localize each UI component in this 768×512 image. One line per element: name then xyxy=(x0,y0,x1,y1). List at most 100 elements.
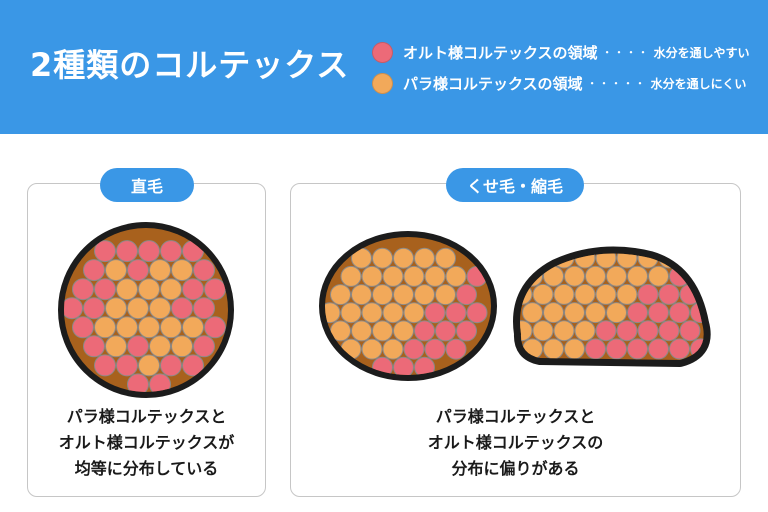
ortho-cortex-cell xyxy=(138,240,160,263)
para-cortex-cell xyxy=(564,265,585,287)
para-cortex-cell xyxy=(574,283,596,305)
ortho-cortex-cell xyxy=(648,302,669,324)
para-cortex-cell xyxy=(105,297,127,320)
para-cortex-cell xyxy=(520,253,533,269)
para-cortex-cell xyxy=(372,284,393,306)
para-cortex-cell xyxy=(564,338,585,360)
ortho-cortex-cell xyxy=(193,297,215,320)
ortho-cortex-cell xyxy=(606,338,627,360)
ortho-cortex-cell xyxy=(94,354,116,377)
caption-line: パラ様コルテックスと xyxy=(66,407,227,426)
ortho-cortex-cell xyxy=(658,320,680,342)
para-cortex-cell xyxy=(553,283,575,305)
ortho-cortex-cell xyxy=(658,283,680,305)
ortho-cortex-cell xyxy=(72,316,94,339)
para-cortex-cell xyxy=(340,265,362,287)
para-cortex-cell xyxy=(160,316,182,339)
ortho-cortex-cell xyxy=(637,283,659,305)
para-cortex-cell xyxy=(522,302,543,324)
para-cortex-cell xyxy=(138,278,160,301)
ortho-cortex-cell xyxy=(679,320,701,342)
para-cortex-cell xyxy=(372,247,393,269)
para-cortex-cell xyxy=(361,338,383,360)
ortho-cortex-cell xyxy=(445,302,467,324)
ortho-cortex-cell xyxy=(435,320,456,342)
ortho-cortex-cell xyxy=(466,302,488,324)
ortho-cortex-cell xyxy=(424,302,446,324)
straight-hair-caption: パラ様コルテックスと オルト様コルテックスが 均等に分布している xyxy=(27,404,266,482)
curly-hair-caption: パラ様コルテックスと オルト様コルテックスの 分布に偏りがある xyxy=(290,404,741,482)
ortho-cortex-cell xyxy=(456,284,477,306)
para-legend-dot xyxy=(372,72,393,94)
para-cortex-cell xyxy=(149,335,171,358)
legend-item-para: パラ様コルテックスの領域 ・・・・・ 水分を通しにくい xyxy=(372,71,746,95)
ortho-legend-dot xyxy=(372,41,393,63)
para-cortex-cell xyxy=(414,247,435,269)
para-cortex-cell xyxy=(171,259,193,282)
para-cortex-cell xyxy=(553,320,575,342)
legend-leader: ・・・・ xyxy=(601,46,650,59)
para-cortex-cell xyxy=(648,265,669,287)
para-cortex-cell xyxy=(325,302,341,324)
ortho-cortex-cell xyxy=(616,320,638,342)
curly-hair-pill: くせ毛・縮毛 xyxy=(446,168,584,202)
curly-hair-flat-cross-section xyxy=(513,246,711,367)
para-cortex-cell xyxy=(171,335,193,358)
straight-hair-cross-section xyxy=(58,222,234,398)
ortho-cortex-cell xyxy=(414,320,435,342)
para-cortex-cell xyxy=(424,265,446,287)
ortho-cortex-cell xyxy=(160,354,182,377)
para-cortex-cell xyxy=(382,338,404,360)
para-cortex-cell xyxy=(564,302,585,324)
para-cortex-cell xyxy=(574,320,596,342)
para-cortex-cell xyxy=(403,302,425,324)
ortho-cortex-cell xyxy=(127,373,149,392)
para-cortex-cell xyxy=(116,316,138,339)
ortho-cortex-cell xyxy=(193,259,215,282)
para-cortex-cell xyxy=(160,278,182,301)
para-cortex-cell xyxy=(435,284,456,306)
para-cortex-cell xyxy=(616,253,638,269)
para-cortex-cell xyxy=(382,265,404,287)
ortho-cortex-cell xyxy=(127,335,149,358)
para-cortex-cell xyxy=(116,278,138,301)
ortho-cortex-cell xyxy=(403,338,425,360)
ortho-cortex-cell xyxy=(116,354,138,377)
para-cortex-cell xyxy=(149,259,171,282)
para-cortex-cell xyxy=(393,320,414,342)
ortho-cortex-cell xyxy=(627,302,648,324)
ortho-cortex-cell xyxy=(595,320,617,342)
para-cortex-cell xyxy=(361,265,383,287)
para-cortex-cell xyxy=(585,302,606,324)
ortho-cortex-cell xyxy=(83,259,105,282)
para-cortex-cell xyxy=(393,284,414,306)
para-cortex-cell xyxy=(627,265,648,287)
para-cortex-cell xyxy=(595,283,617,305)
straight-hair-pill: 直毛 xyxy=(100,168,194,202)
ortho-cortex-cell xyxy=(83,335,105,358)
para-cortex-cell xyxy=(606,302,627,324)
header-banner: 2種類のコルテックス オルト様コルテックスの領域 ・・・・ 水分を通しやすい パ… xyxy=(0,0,768,134)
ortho-cortex-cell xyxy=(116,240,138,263)
para-cortex-cell xyxy=(520,320,533,342)
ortho-cortex-cell xyxy=(637,320,659,342)
ortho-cortex-cell xyxy=(669,302,690,324)
para-cortex-cell xyxy=(532,283,554,305)
caption-line: 分布に偏りがある xyxy=(451,459,580,478)
ortho-cortex-cell xyxy=(204,316,226,339)
legend-description: 水分を通しにくい xyxy=(650,76,747,91)
para-cortex-cell xyxy=(138,354,160,377)
caption-line: オルト様コルテックスが xyxy=(58,433,235,452)
para-cortex-cell xyxy=(414,284,435,306)
legend-label: オルト様コルテックスの領域 xyxy=(403,43,598,62)
ortho-cortex-cell xyxy=(204,278,226,301)
para-cortex-cell xyxy=(351,320,372,342)
ortho-cortex-cell xyxy=(171,297,193,320)
para-cortex-cell xyxy=(403,265,425,287)
ortho-cortex-cell xyxy=(72,278,94,301)
para-cortex-cell xyxy=(543,338,564,360)
para-cortex-cell xyxy=(445,265,467,287)
page-title: 2種類のコルテックス xyxy=(30,46,350,84)
para-cortex-cell xyxy=(105,259,127,282)
